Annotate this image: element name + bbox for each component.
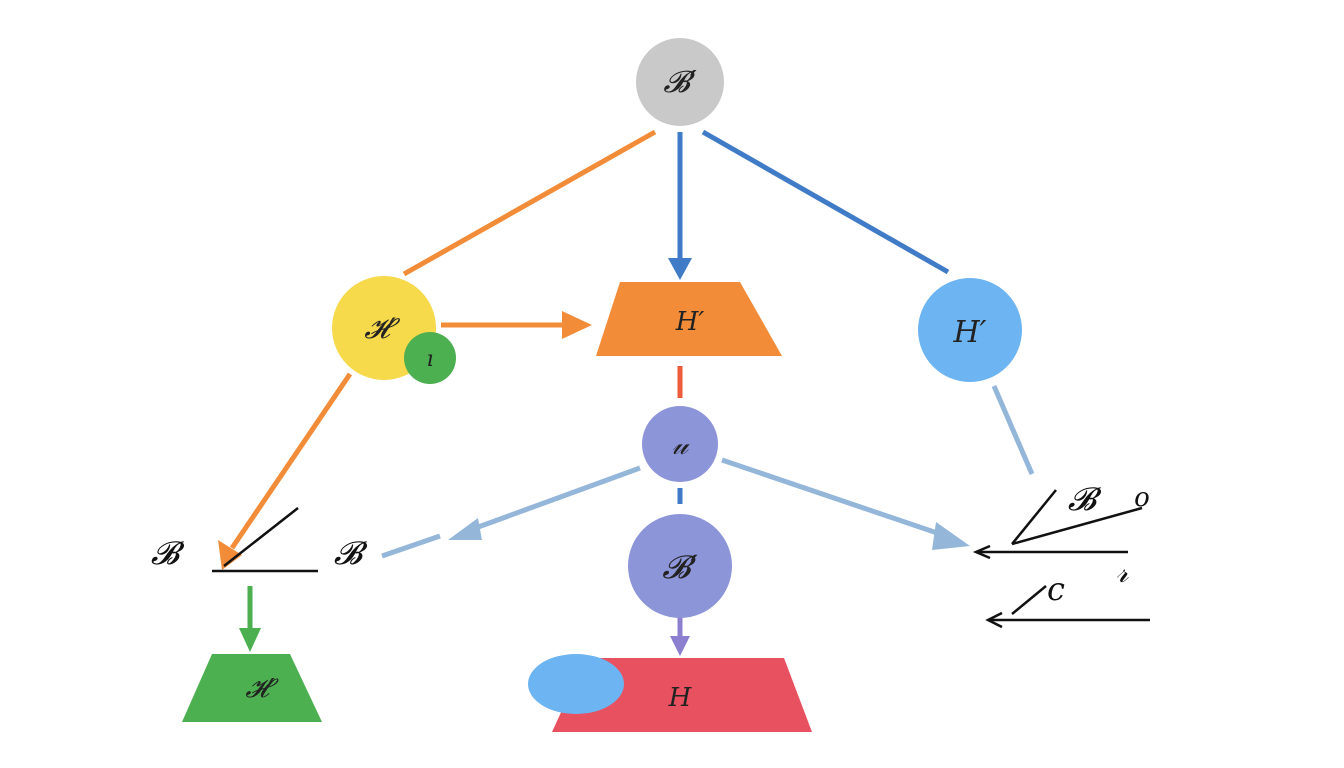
- node-lower-mid-label: 𝓑′: [662, 548, 698, 586]
- arrowhead-top-to-center: [668, 258, 692, 280]
- left-cluster-glyph-b: 𝓑: [151, 534, 185, 572]
- node-center-label: H′: [675, 307, 705, 337]
- left-cluster-glyph-8: 𝓑: [334, 534, 368, 572]
- node-left-label: 𝓗′: [364, 312, 400, 345]
- right-cluster-glyph-c: c: [1047, 570, 1065, 608]
- arrowhead-mid-to-right-cluster: [932, 522, 970, 550]
- edge-left-to-bottom-left: [229, 372, 353, 550]
- node-mid-label: 𝓊: [672, 428, 690, 461]
- node-left-badge: [404, 332, 456, 384]
- edge-left-cluster-tail: [381, 533, 441, 559]
- node-bottom-left-label: 𝓗′: [245, 674, 279, 704]
- right-cluster-arrowhead-2: [985, 611, 1003, 629]
- right-cluster-glyph-r: 𝓇: [1116, 555, 1130, 590]
- right-cluster-diagonal-3: [1011, 585, 1047, 615]
- right-cluster-glyph-8: 𝓑: [1068, 480, 1102, 518]
- node-right-circle[interactable]: [918, 278, 1022, 382]
- right-cluster-glyph-o: o: [1134, 483, 1150, 513]
- node-bottom-rect-label: H: [668, 683, 693, 713]
- node-center-trapezoid[interactable]: [596, 282, 782, 356]
- arrowhead-left-to-bottom-left: [218, 540, 242, 570]
- edge-mid-to-right-cluster: [721, 457, 947, 539]
- arrowhead-left-to-center: [562, 311, 592, 339]
- node-top-circle[interactable]: [636, 38, 724, 126]
- node-left-badge-label: ı: [426, 347, 433, 372]
- right-cluster-diagonal-2: [1011, 506, 1143, 546]
- right-cluster-arrowhead-1: [972, 544, 991, 560]
- edge-mid-to-left-cluster: [469, 465, 641, 533]
- left-cluster-diagonal: [223, 507, 299, 567]
- node-lower-mid-circle[interactable]: [628, 514, 732, 618]
- node-bottom-left-trapezoid[interactable]: [182, 654, 322, 722]
- node-mid-circle[interactable]: [642, 406, 718, 482]
- edge-right-to-right-cluster: [991, 385, 1035, 475]
- arrowhead-bottom-left-to-trap: [239, 628, 261, 652]
- arrowhead-lower-mid-to-bottom-rect: [670, 636, 690, 656]
- right-cluster-diagonal-1: [1011, 489, 1057, 545]
- node-top-label: 𝓑′: [663, 65, 696, 100]
- node-right-label: H′: [953, 315, 987, 350]
- node-bottom-rect-overlay: [528, 654, 624, 714]
- edge-top-to-left: [402, 129, 657, 277]
- edge-top-to-right: [701, 129, 950, 275]
- arrowhead-mid-to-left-cluster: [448, 518, 482, 540]
